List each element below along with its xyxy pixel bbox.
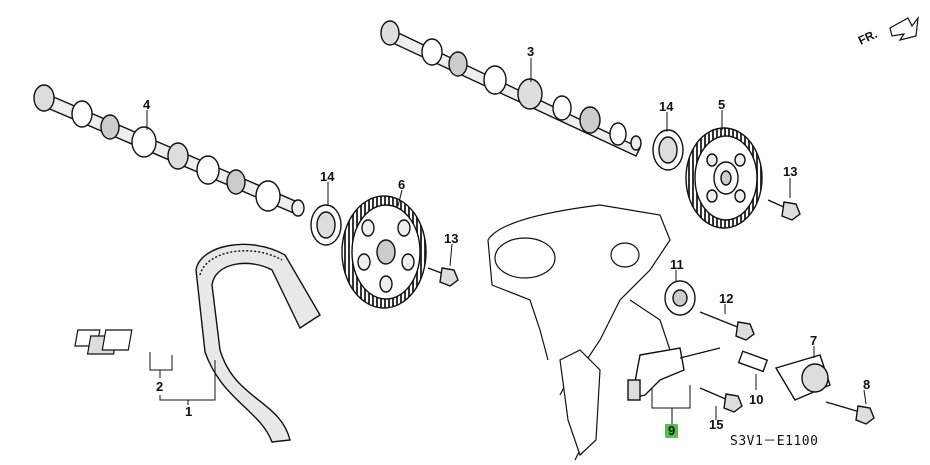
- auto-tensioner[interactable]: [627, 347, 721, 401]
- camshaft-pulley-upper[interactable]: [685, 127, 763, 229]
- timing-belt-labels[interactable]: [74, 329, 133, 355]
- callout-13-lower[interactable]: 13: [444, 231, 459, 246]
- tensioner-pulley[interactable]: [664, 280, 696, 316]
- callout-8[interactable]: 8: [863, 377, 871, 392]
- tensioner-collar[interactable]: [737, 350, 769, 373]
- front-direction-arrow-icon: [889, 15, 919, 41]
- timing-belt[interactable]: [195, 243, 321, 443]
- callout-3[interactable]: 3: [527, 44, 535, 59]
- tensioner-bolt[interactable]: [699, 311, 755, 341]
- diagram-code: S3V1－E1100: [730, 434, 819, 449]
- oil-seal-upper[interactable]: [652, 129, 684, 171]
- callout-15[interactable]: 15: [709, 417, 724, 432]
- auto-tensioner-bolt[interactable]: [699, 387, 743, 413]
- engine-block-outline: [487, 204, 671, 461]
- callout-10[interactable]: 10: [749, 392, 764, 407]
- callout-6[interactable]: 6: [398, 177, 406, 192]
- tensioner-arm[interactable]: [774, 354, 831, 401]
- pulley-bolt-upper[interactable]: [767, 199, 801, 221]
- callout-5[interactable]: 5: [718, 97, 726, 112]
- callout-13-upper[interactable]: 13: [783, 164, 798, 179]
- pulley-bolt-lower[interactable]: [427, 267, 459, 287]
- callout-14-lower[interactable]: 14: [320, 169, 335, 184]
- camshaft-lower[interactable]: [33, 84, 305, 217]
- callout-4[interactable]: 4: [143, 97, 151, 112]
- camshaft-pulley-lower[interactable]: [341, 195, 427, 309]
- callout-2[interactable]: 2: [156, 379, 164, 394]
- callout-7[interactable]: 7: [810, 333, 818, 348]
- oil-seal-lower[interactable]: [310, 204, 342, 246]
- callout-1[interactable]: 1: [185, 404, 193, 419]
- callout-9-highlighted[interactable]: 9: [665, 424, 679, 438]
- camshaft-upper[interactable]: [380, 20, 642, 157]
- tensioner-arm-bolt[interactable]: [825, 401, 875, 425]
- lower-cover: [559, 349, 601, 457]
- callout-12[interactable]: 12: [719, 291, 734, 306]
- callout-14-upper[interactable]: 14: [659, 99, 674, 114]
- callout-11[interactable]: 11: [670, 257, 684, 272]
- leader-lines: [146, 58, 867, 424]
